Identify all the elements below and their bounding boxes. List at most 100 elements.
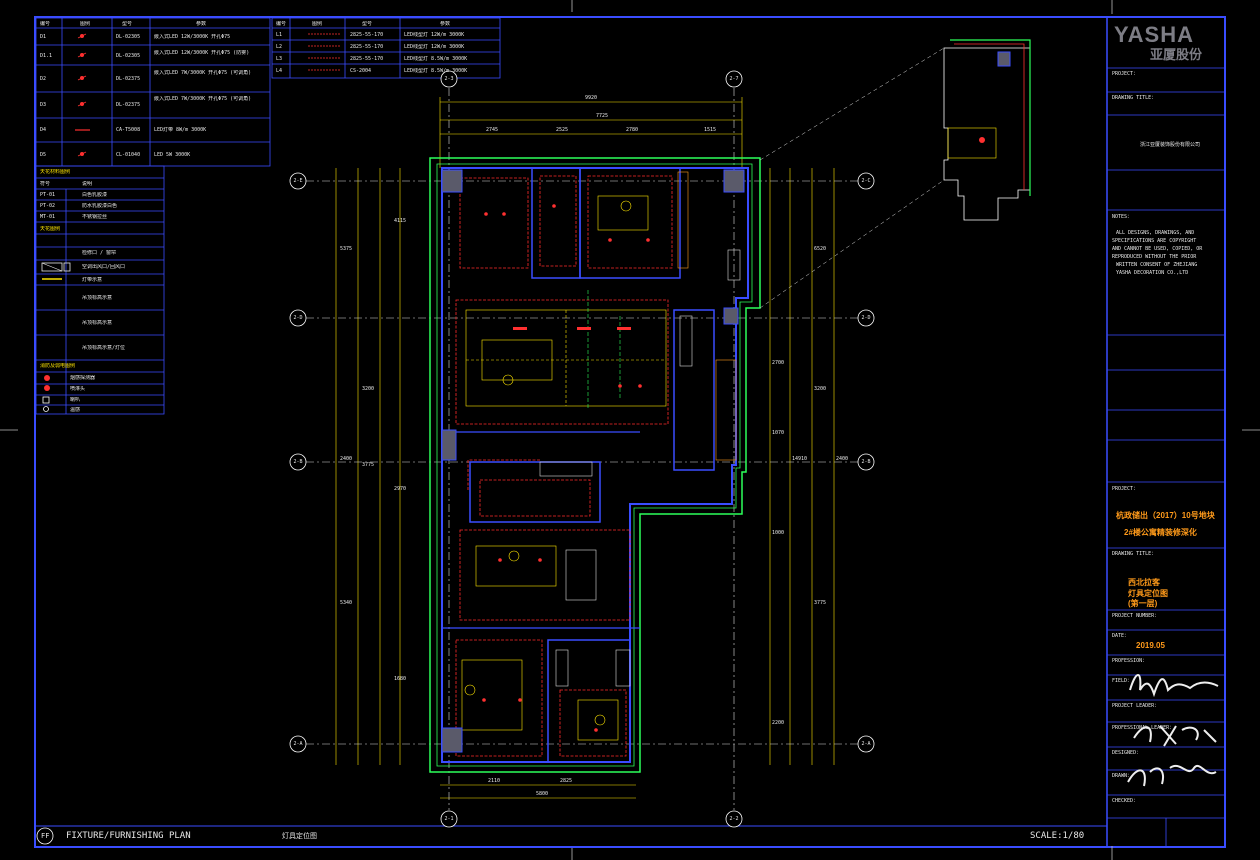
legend-symbol-code: PT-01 <box>40 192 56 198</box>
dim-left-1: 4115 <box>394 218 407 224</box>
legend2-row-spec: LED线型灯 12W/m 3000K <box>404 32 465 38</box>
legend2-row-code: L3 <box>276 56 283 62</box>
dim-right-4: 14910 <box>792 456 808 462</box>
legend-symbol-desc: 吊顶标高示意 <box>82 320 113 326</box>
tb-notes-line: SPECIFICATIONS ARE COPYRIGHT <box>1112 238 1197 244</box>
grid-bubble-right-1: 2-C <box>861 178 871 184</box>
tb-notes-line: AND CANNOT BE USED, COPIED, OR <box>1112 246 1203 252</box>
tb-label-designed: DESIGNED： <box>1112 750 1142 756</box>
legend-row-spec: 嵌入式LED 7W/3000K 开孔Φ75 (可调角) <box>154 70 252 76</box>
legend-symbol-desc: 烟感探测器 <box>70 375 96 381</box>
legend2-row-model: 2825-55-170 <box>350 44 384 50</box>
dim-left-3: 3200 <box>362 386 375 392</box>
tb-drawing-title-3: (第一层) <box>1128 599 1158 608</box>
legend-row-model: DL-02375 <box>116 76 141 82</box>
legend-symbol-desc: 检修口 / 窗帘 <box>82 250 117 256</box>
legend-row-code: D1 <box>40 34 47 40</box>
dim-left-4: 2400 <box>340 456 353 462</box>
legend-header-model: 型号 <box>122 21 133 27</box>
fixture-details <box>461 171 741 741</box>
legend2-row-spec: LED线型灯 12W/m 3000K <box>404 44 465 50</box>
legend-symbol-desc: 空调出风口/回风口 <box>82 264 126 270</box>
legend2-row-spec: LED线型灯 8.5W/m 3000K <box>404 68 468 74</box>
caption-code: FF <box>41 832 50 840</box>
plan-caption: FIXTURE/FURNISHING PLAN <box>66 831 191 841</box>
legend-row-code: D5 <box>40 152 47 158</box>
dim-right-6: 2700 <box>772 360 785 366</box>
dim-right-9: 2200 <box>772 720 785 726</box>
yasha-logo: YASHA <box>1114 22 1194 47</box>
legend-symbol-desc: 喷淋头 <box>70 386 86 392</box>
structural-columns <box>441 51 1011 753</box>
legend2-row-code: L2 <box>276 44 283 50</box>
legend-symbol-desc: 吊顶标高示意 <box>82 295 113 301</box>
drawing-frame-outer <box>34 16 1226 848</box>
tb-notes-line: ALL DESIGNS, DRAWINGS, AND <box>1116 230 1195 236</box>
legend-row-code: D3 <box>40 102 47 108</box>
dim-top-4: 2525 <box>556 127 569 133</box>
title-block-rules <box>1107 67 1225 847</box>
legend-symbol-desc: 防水乳胶漆白色 <box>82 203 118 209</box>
grid-bubble-top-2: 2-7 <box>729 76 739 82</box>
dim-left-7: 5340 <box>340 600 353 606</box>
grid-bubble-right-2: 2-D <box>861 315 871 321</box>
dim-top-1: 9920 <box>585 95 598 101</box>
grid-bubble-bottom-2: 2-2 <box>729 816 739 822</box>
legend-row-model: CL-01040 <box>116 152 141 158</box>
legend-symbol-desc: 喇叭 <box>70 397 81 403</box>
tb-project-title-2: 2#楼公寓精装修深化 <box>1124 528 1197 537</box>
legend2-header-spec: 参数 <box>440 21 451 27</box>
legend-row-spec: 嵌入式LED 12W/3000K 开孔Φ75 (防雾) <box>154 50 250 56</box>
plan-caption-cn: 灯具定位图 <box>282 832 317 840</box>
yasha-logo-cn: 亚厦股份 <box>1150 47 1203 62</box>
legend-row-model: DL-02305 <box>116 53 141 59</box>
tb-company-name: 浙江亚厦装饰股份有限公司 <box>1140 142 1201 148</box>
grid-bubble-left-3: 2-B <box>293 459 303 465</box>
legend-section-title: 天花材料图例 <box>40 169 71 175</box>
dim-right-1: 6520 <box>814 246 827 252</box>
dim-right-3: 2400 <box>836 456 849 462</box>
tb-label-drawn: DRAWN： <box>1112 773 1133 779</box>
tb-drawing-title-2: 灯具定位图 <box>1128 589 1168 598</box>
grid-bubble-left-2: 2-D <box>293 315 303 321</box>
tb-label-project-name: PROJECT： <box>1112 486 1139 492</box>
dim-top-5: 2780 <box>626 127 639 133</box>
legend-row-model: DL-02375 <box>116 102 141 108</box>
legend-row-code: D2 <box>40 76 47 82</box>
legend2-row-model: CS-2004 <box>350 68 372 74</box>
tb-label-profession: PROFESSION： <box>1112 658 1148 664</box>
dim-top-6: 1515 <box>704 127 717 133</box>
tb-label-drawing-name: DRAWING TITLE： <box>1112 551 1157 557</box>
tb-label-project-number: PROJECT NUMBER： <box>1112 613 1160 619</box>
dim-left-8: 1680 <box>394 676 407 682</box>
tb-label-field: FIELD： <box>1112 678 1133 684</box>
grid-bubble-top-1: 2-3 <box>444 76 454 82</box>
tb-date: 2019.05 <box>1136 641 1165 650</box>
legend-row-spec: 嵌入式LED 7W/3000K 开孔Φ75 (可调角) <box>154 96 252 102</box>
legend-symbol-header: 说明 <box>82 181 93 187</box>
dimension-lines <box>335 97 835 799</box>
tb-notes-line: REPRODUCED WITHOUT THE PRIOR <box>1112 254 1197 260</box>
legend-row-spec: LED灯带 8W/m 3000K <box>154 127 207 133</box>
legend2-row-spec: LED线型灯 8.5W/m 3000K <box>404 56 468 62</box>
dim-right-2: 3200 <box>814 386 827 392</box>
legend-symbol-code: MT-01 <box>40 214 56 220</box>
legend2-row-model: 2825-55-170 <box>350 56 384 62</box>
key-plan <box>759 39 1031 309</box>
grid-bubble-circles <box>289 70 875 828</box>
legend-section-title: 天花图例 <box>40 226 61 232</box>
grid-bubble-right-4: 2-A <box>861 741 871 747</box>
handwritten-signatures <box>1127 674 1219 787</box>
walls <box>429 157 761 773</box>
legend-row-code: D1.1 <box>40 53 53 59</box>
dim-bottom-1: 2110 <box>488 778 501 784</box>
dim-right-5: 3775 <box>814 600 827 606</box>
legend2-row-model: 2825-55-170 <box>350 32 384 38</box>
ceiling-outlines <box>455 175 673 757</box>
tb-label-drawing-title: DRAWING TITLE： <box>1112 95 1157 101</box>
grid-bubble-left-4: 2-A <box>293 741 303 747</box>
legend-row-spec: 嵌入式LED 12W/3000K 开孔Φ75 <box>154 34 231 40</box>
tb-label-project: PROJECT： <box>1112 71 1139 77</box>
